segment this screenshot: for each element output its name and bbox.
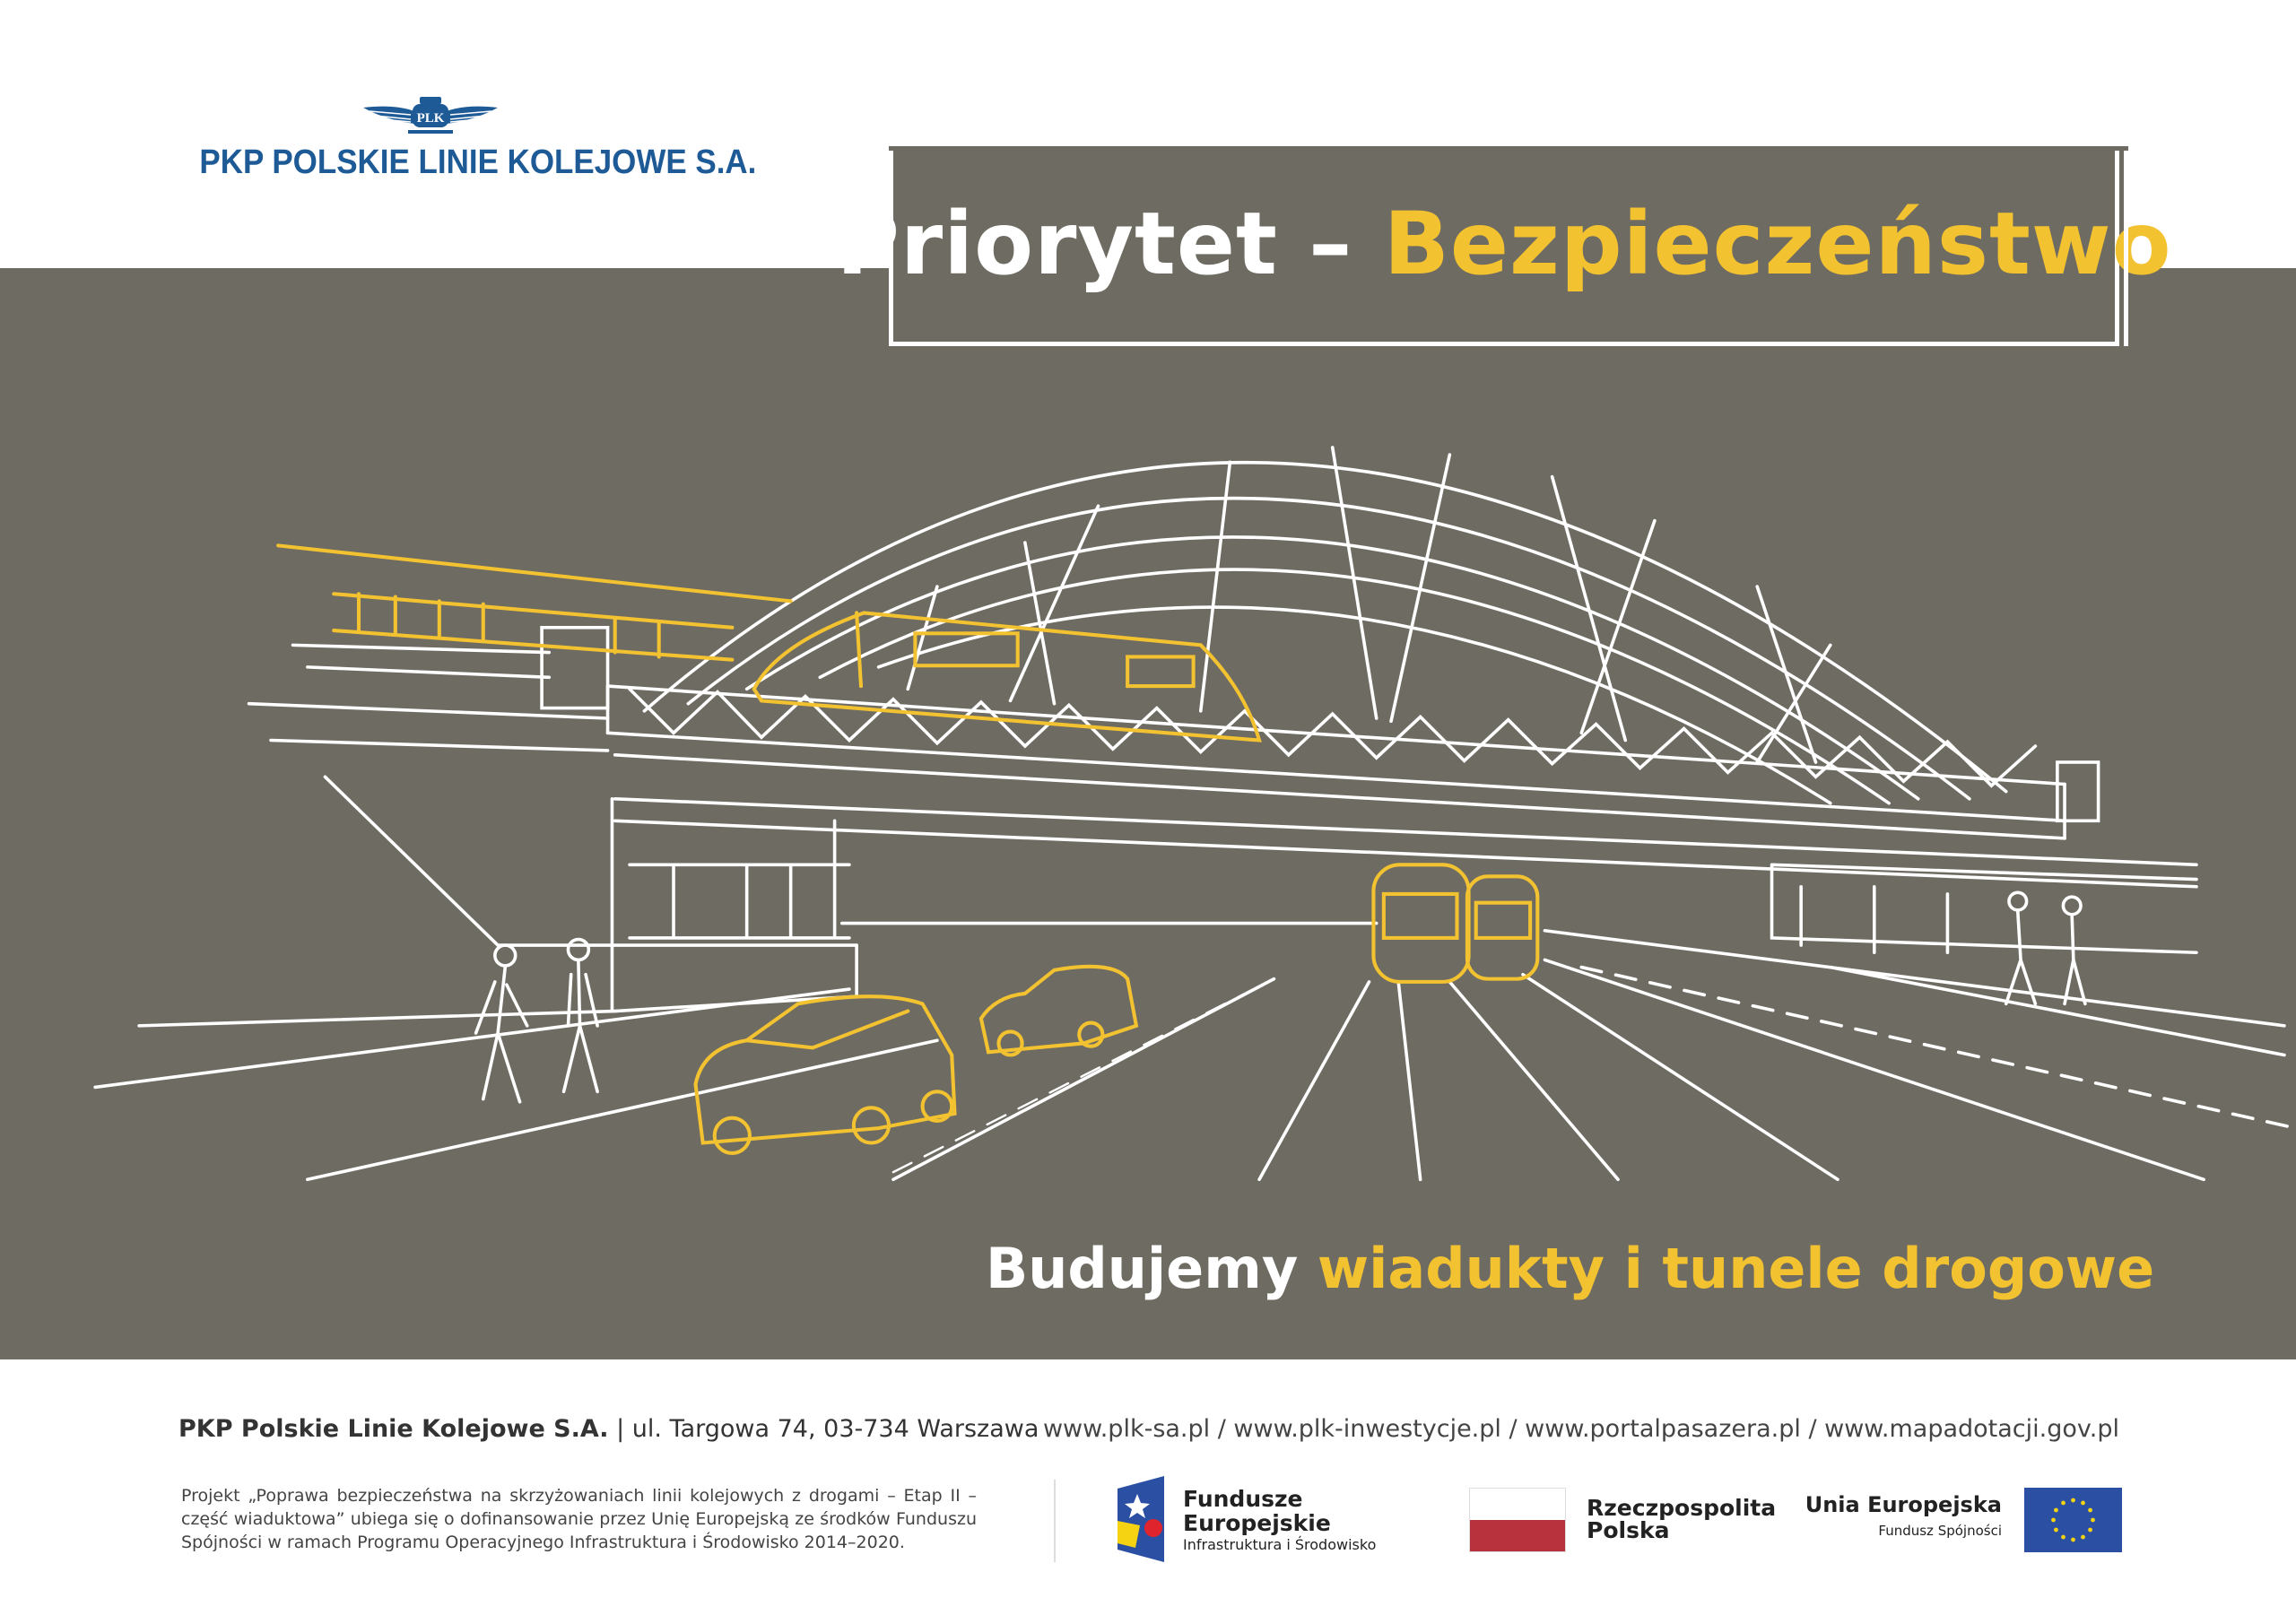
address-text: | ul. Targowa 74, 03-734 Warszawa (608, 1415, 1039, 1443)
eu-star-icon (2081, 1500, 2085, 1506)
fe-line-3: Infrastruktura i Środowisko (1183, 1536, 1377, 1553)
subtitle-part-1: Budujemy (986, 1236, 1318, 1301)
footer-divider (1054, 1480, 1056, 1562)
eu-star-icon (2081, 1534, 2085, 1540)
ue-line-1: Unia Europejska (1805, 1492, 2002, 1517)
eu-star-icon (2054, 1507, 2058, 1513)
eu-star-icon (2088, 1507, 2092, 1513)
plk-winged-emblem-icon: PLK (363, 97, 498, 134)
eu-star-icon (2061, 1500, 2066, 1506)
ue-line-2: Fundusz Spójności (1878, 1523, 2002, 1539)
subtitle: Budujemy wiadukty i tunele drogowe (986, 1236, 2154, 1301)
unia-europejska-label: Unia Europejska Fundusz Spójności (1805, 1492, 2002, 1539)
project-description: Projekt „Poprawa bezpieczeństwa na skrzy… (181, 1486, 977, 1552)
title-box-border-top (889, 146, 2128, 151)
gray-background-band (0, 268, 2296, 1359)
polish-flag-icon (1469, 1488, 1566, 1552)
eu-star-icon (2091, 1517, 2095, 1523)
title-box-border-right (2124, 146, 2128, 346)
fundusze-europejskie-label: Fundusze Europejskie Infrastruktura i Śr… (1183, 1487, 1376, 1555)
eu-star-icon (2061, 1534, 2066, 1540)
pl-line-1: Rzeczpospolita (1587, 1495, 1777, 1521)
website-links: www.plk-sa.pl / www.plk-inwestycje.pl / … (1042, 1415, 2119, 1443)
fundusze-europejskie-icon (1118, 1476, 1164, 1562)
page-title: Priorytet – Bezpieczeństwo (837, 194, 2172, 294)
title-box-border-left (889, 146, 893, 346)
title-box: Priorytet – Bezpieczeństwo (837, 146, 2171, 346)
company-address: PKP Polskie Linie Kolejowe S.A. | ul. Ta… (178, 1415, 1039, 1443)
title-part-1: Priorytet – (836, 194, 1384, 294)
eu-star-icon (2071, 1537, 2075, 1542)
eu-star-icon (2071, 1498, 2075, 1503)
rzeczpospolita-polska-label: Rzeczpospolita Polska (1587, 1497, 1776, 1541)
fe-line-1: Fundusze (1183, 1486, 1303, 1512)
eu-star-icon (2088, 1527, 2092, 1533)
subtitle-part-2: wiadukty i tunele drogowe (1317, 1236, 2155, 1301)
eu-star-icon (2051, 1517, 2056, 1523)
pl-line-2: Polska (1587, 1517, 1670, 1543)
company-name: PKP Polskie Linie Kolejowe S.A. (178, 1415, 609, 1443)
plk-logo: PLK PKP POLSKIE LINIE KOLEJOWE S.A. (179, 97, 756, 182)
title-part-2: Bezpieczeństwo (1383, 194, 2172, 294)
fe-line-2: Europejskie (1183, 1510, 1331, 1536)
svg-text:PLK: PLK (417, 111, 445, 126)
eu-star-icon (2054, 1527, 2058, 1533)
eu-flag-icon (2024, 1488, 2122, 1552)
